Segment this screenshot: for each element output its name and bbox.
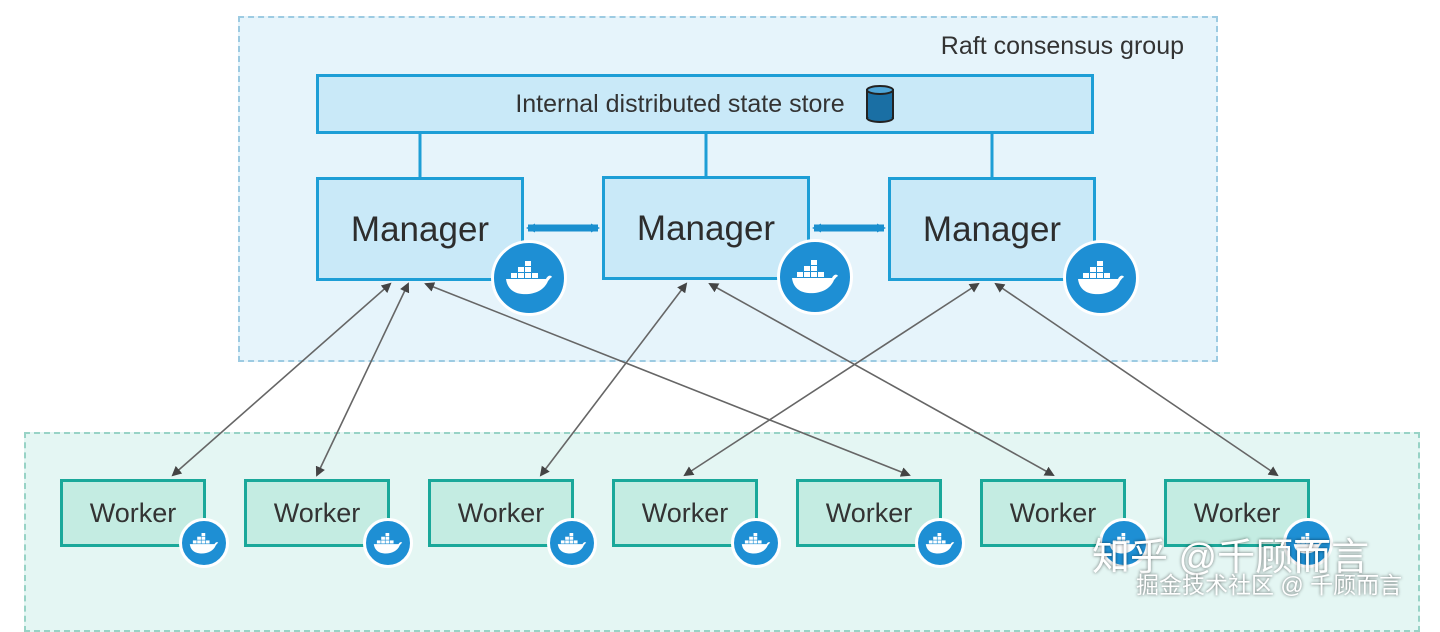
worker-label: Worker [457, 497, 545, 528]
watermark-juejin: 掘金技术社区 @ 千顾而言 [1136, 572, 1403, 598]
worker-label: Worker [1193, 497, 1281, 528]
connection-lines [171, 134, 1279, 477]
worker-manager-arrow [171, 282, 392, 477]
docker-whale-icon [777, 239, 853, 315]
worker-label: Worker [825, 497, 913, 528]
docker-whale-icon [1283, 518, 1333, 568]
raft-group-label: Raft consensus group [940, 32, 1184, 60]
state-store-bar: Internal distributed state store [316, 74, 1094, 134]
worker-label: Worker [1009, 497, 1097, 528]
worker-manager-arrow [539, 282, 688, 477]
manager-label: Manager [922, 210, 1062, 249]
docker-whale-icon [491, 240, 567, 316]
worker-manager-arrow [683, 282, 980, 477]
worker-node-7: Worker [1164, 479, 1333, 568]
worker-label: Worker [641, 497, 729, 528]
manager-node-3: Manager [888, 177, 1139, 316]
watermark-zhihu: 知乎 @千顾而言 [1092, 537, 1370, 579]
manager-label: Manager [636, 209, 776, 248]
docker-whale-icon [731, 518, 781, 568]
worker-node-3: Worker [428, 479, 597, 568]
worker-node-5: Worker [796, 479, 965, 568]
database-icon [865, 85, 894, 123]
manager-node-1: Manager [316, 177, 567, 316]
worker-node-4: Worker [612, 479, 781, 568]
worker-node-6: Worker [980, 479, 1149, 568]
swarm-architecture-diagram: Raft consensus group Internal distribute… [24, 16, 1420, 632]
worker-manager-arrow [315, 282, 410, 477]
docker-whale-icon [1063, 240, 1139, 316]
worker-node-1: Worker [60, 479, 229, 568]
docker-whale-icon [363, 518, 413, 568]
worker-manager-arrow [424, 282, 911, 477]
docker-whale-icon [1099, 518, 1149, 568]
worker-node-2: Worker [244, 479, 413, 568]
state-store-label: Internal distributed state store [515, 89, 845, 118]
worker-label: Worker [89, 497, 177, 528]
docker-whale-icon [547, 518, 597, 568]
manager-node-2: Manager [602, 176, 853, 315]
worker-label: Worker [273, 497, 361, 528]
worker-manager-arrow [708, 283, 1055, 476]
docker-whale-icon [915, 518, 965, 568]
worker-manager-arrow [994, 282, 1279, 477]
docker-whale-icon [179, 518, 229, 568]
manager-label: Manager [350, 210, 490, 249]
